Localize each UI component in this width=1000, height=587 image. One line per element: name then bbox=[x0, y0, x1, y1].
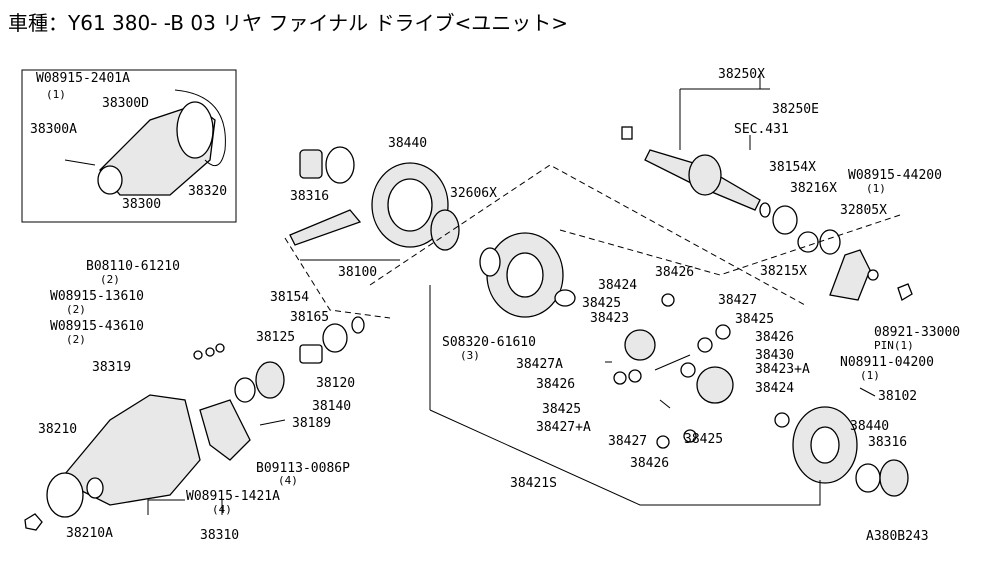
part-label: 38250X bbox=[718, 67, 765, 82]
part-label: 38210 bbox=[38, 422, 77, 437]
part-label: 38319 bbox=[92, 360, 131, 375]
part-label: 38421S bbox=[510, 476, 557, 491]
part-label: 38215X bbox=[760, 264, 807, 279]
part-label: 38125 bbox=[256, 330, 295, 345]
part-label: 38440 bbox=[388, 136, 427, 151]
part-label: 38425 bbox=[582, 296, 621, 311]
part-label: S08320-61610 bbox=[442, 335, 536, 350]
part-label: 38140 bbox=[312, 399, 351, 414]
part-label: 38210A bbox=[66, 526, 113, 541]
part-label: 38427 bbox=[608, 434, 647, 449]
part-label: 38300 bbox=[122, 197, 161, 212]
part-label: 38100 bbox=[338, 265, 377, 280]
inset-frame bbox=[21, 69, 237, 223]
part-label: (1) bbox=[866, 182, 886, 195]
part-label: 38423 bbox=[590, 311, 629, 326]
part-label: W08915-2401A bbox=[36, 71, 130, 86]
part-label: 38424 bbox=[598, 278, 637, 293]
part-label: 38300A bbox=[30, 122, 77, 137]
part-label: SEC.431 bbox=[734, 122, 789, 137]
inset-carrier-part bbox=[64, 89, 226, 196]
part-label: (4) bbox=[212, 503, 232, 516]
part-label: 38310 bbox=[200, 528, 239, 543]
part-label: 38120 bbox=[316, 376, 355, 391]
part-label: W08915-13610 bbox=[50, 289, 144, 304]
part-label: 32805X bbox=[840, 203, 887, 218]
part-label: 38216X bbox=[790, 181, 837, 196]
part-label: B09113-0086P bbox=[256, 461, 350, 476]
part-label: 08921-33000 bbox=[874, 325, 960, 340]
part-label: 38316 bbox=[290, 189, 329, 204]
part-label: 38440 bbox=[850, 419, 889, 434]
part-label: 38427+A bbox=[536, 420, 591, 435]
part-label: 38426 bbox=[536, 377, 575, 392]
ring-pinion-parts bbox=[289, 146, 460, 251]
part-label: B08110-61210 bbox=[86, 259, 180, 274]
diff-case-part bbox=[479, 232, 909, 497]
part-label: 38320 bbox=[188, 184, 227, 199]
side-pinion-gears bbox=[605, 293, 790, 449]
part-label: 32606X bbox=[450, 186, 497, 201]
diagram-title: 車種：Y61 380- -B 03 リヤ ファイナル ドライブ<ユニット> bbox=[8, 11, 568, 35]
part-label: (1) bbox=[46, 88, 66, 101]
part-label: 38424 bbox=[755, 381, 794, 396]
part-label: 38427A bbox=[516, 357, 563, 372]
diff-housing-part bbox=[24, 394, 201, 531]
part-label: 38425 bbox=[684, 432, 723, 447]
part-label: W08915-1421A bbox=[186, 489, 280, 504]
part-label: (2) bbox=[66, 303, 86, 316]
part-label: 38250E bbox=[772, 102, 819, 117]
part-label: PIN(1) bbox=[874, 339, 914, 352]
part-label: (1) bbox=[860, 369, 880, 382]
part-label: 38189 bbox=[292, 416, 331, 431]
part-label: 38425 bbox=[542, 402, 581, 417]
part-label: (2) bbox=[66, 333, 86, 346]
figure-code: A380B243 bbox=[866, 529, 929, 544]
part-label: 38154 bbox=[270, 290, 309, 305]
leader-lines bbox=[147, 75, 901, 515]
part-label: N08911-04200 bbox=[840, 355, 934, 370]
part-label: 38427 bbox=[718, 293, 757, 308]
part-label: 38165 bbox=[290, 310, 329, 325]
part-label: 38430 bbox=[755, 348, 794, 363]
part-label: 38426 bbox=[655, 265, 694, 280]
part-label: 38423+A bbox=[755, 362, 810, 377]
part-label: (4) bbox=[278, 474, 298, 487]
part-label: (2) bbox=[100, 273, 120, 286]
part-label: W08915-43610 bbox=[50, 319, 144, 334]
part-label: 38102 bbox=[878, 389, 917, 404]
part-labels: W08915-2401A (1) 38300D 38300A 38320 383… bbox=[30, 67, 960, 544]
part-label: 38426 bbox=[755, 330, 794, 345]
drive-pinion-assembly bbox=[621, 126, 913, 397]
part-label: 38154X bbox=[769, 160, 816, 175]
part-label: 38425 bbox=[735, 312, 774, 327]
part-label: (3) bbox=[460, 349, 480, 362]
part-label: 38316 bbox=[868, 435, 907, 450]
part-label: 38426 bbox=[630, 456, 669, 471]
axle-seal-parts bbox=[193, 316, 365, 461]
part-label: W08915-44200 bbox=[848, 168, 942, 183]
part-label: 38300D bbox=[102, 96, 149, 111]
